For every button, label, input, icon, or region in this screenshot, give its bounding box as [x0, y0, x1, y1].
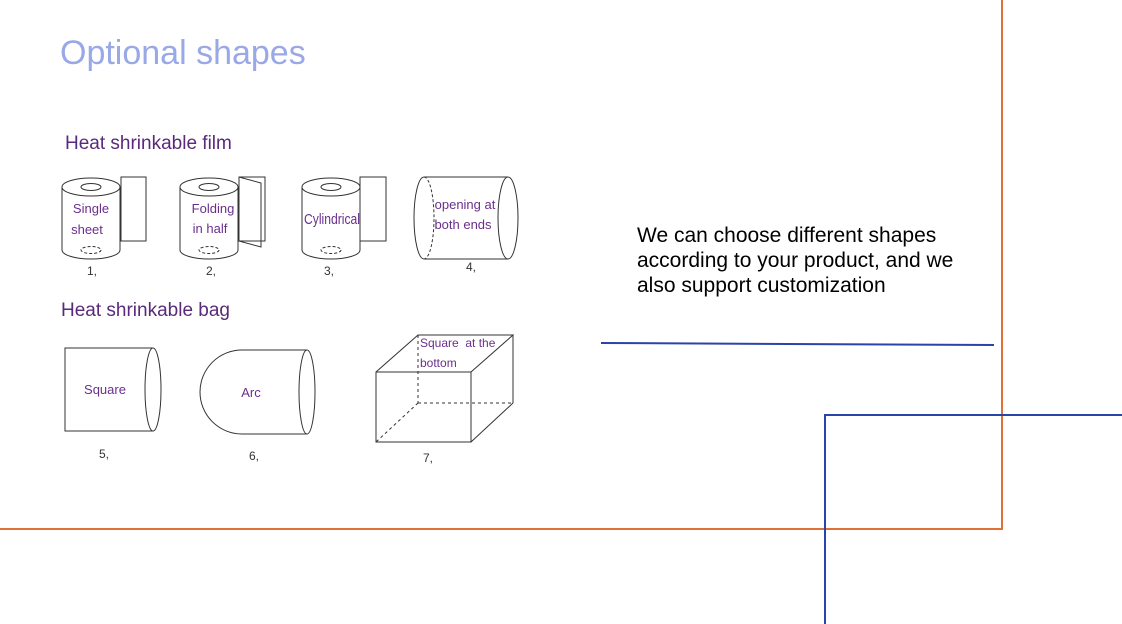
shape-7-label-line1: Square at the [420, 336, 496, 350]
orange-frame-vertical [1001, 0, 1003, 530]
shape-1-number: 1, [87, 264, 97, 278]
shape-6-number: 6, [249, 449, 259, 463]
shape-4-label-line1: opening at [435, 197, 496, 212]
shape-1-label-line1: Single [73, 201, 109, 216]
shape-2-label-line1: Folding [192, 201, 235, 216]
bag-section-heading: Heat shrinkable bag [61, 300, 230, 321]
shape-3-number: 3, [324, 264, 334, 278]
arc-bag-illustration [199, 349, 316, 435]
film-section-heading: Heat shrinkable film [65, 133, 232, 154]
shape-3-label: Cylindrical [304, 211, 360, 228]
shape-5-label: Square [84, 382, 126, 397]
description-text: We can choose different shapes according… [637, 224, 954, 297]
orange-frame-horizontal [0, 528, 1003, 530]
folding-half-roll-illustration [179, 176, 266, 260]
shape-6-label: Arc [241, 385, 261, 400]
blue-frame-horizontal [824, 414, 1122, 416]
shape-2-label-line2: in half [193, 221, 228, 236]
blue-frame-vertical [824, 414, 826, 624]
page-title: Optional shapes [60, 34, 306, 72]
shape-5-number: 5, [99, 447, 109, 461]
square-bottom-bag-illustration [375, 334, 515, 443]
shape-7-label-line2: bottom [420, 356, 457, 370]
shape-1-label-line2: sheet [71, 222, 103, 237]
shape-4-number: 4, [466, 260, 476, 274]
open-ends-tube-illustration [413, 176, 519, 260]
single-sheet-roll-illustration [61, 176, 147, 260]
shape-7-number: 7, [423, 451, 433, 465]
cylindrical-roll-illustration [301, 176, 387, 260]
shape-2-number: 2, [206, 264, 216, 278]
shape-4-label-line2: both ends [434, 217, 492, 232]
square-bag-illustration [64, 347, 162, 432]
